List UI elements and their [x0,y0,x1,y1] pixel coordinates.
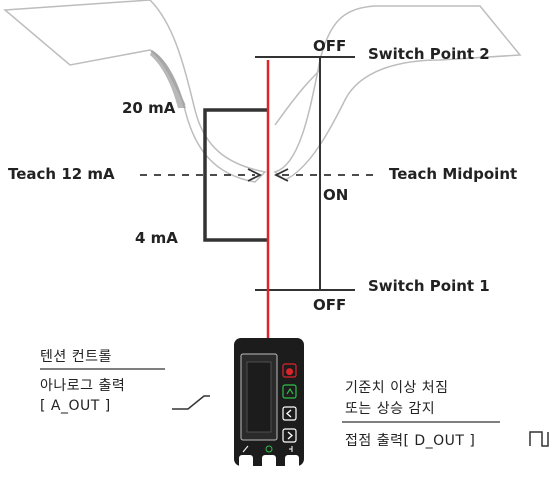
teach-mid-label: Teach Midpoint [389,165,518,183]
off-top-label: OFF [313,37,347,55]
switch-point-2-label: Switch Point 2 [368,45,490,63]
sheet-fold-shading [150,50,186,108]
teach-12-label: Teach 12 mA [8,165,115,183]
detect-label-line1: 기준치 이상 처짐 [345,380,449,396]
off-bottom-label: OFF [313,296,347,314]
tension-control-label: 텐션 컨트롤 [40,349,112,365]
a-out-label: [ A_OUT ] [40,398,111,414]
on-label: ON [323,186,349,204]
device-left-key-icon [242,445,249,453]
analog-output-label: 아나로그 출력 [40,378,126,394]
ma-4-label: 4 mA [135,229,178,247]
teach-right-arrow-icon [273,168,289,182]
device-button-left[interactable] [282,406,297,421]
sheet-shape-left [3,0,267,183]
sensor-device [234,338,304,466]
sheet-shape-right [273,5,522,181]
device-power-led-icon [265,445,273,453]
analog-range-bracket [203,108,268,242]
device-button-right[interactable] [282,428,297,443]
device-bottom-keys[interactable] [239,455,299,471]
contact-output-label: 접점 출력[ D_OUT ] [345,433,476,449]
device-button-green[interactable] [282,384,297,399]
switch-point-1-label: Switch Point 1 [368,277,490,295]
device-right-key-icon [289,446,293,452]
device-button-red[interactable]: ● [282,363,297,378]
ma-20-label: 20 mA [122,99,176,117]
digital-pulse-icon [529,431,549,447]
svg-text:●: ● [286,367,294,377]
detect-label-line2: 또는 상승 감지 [345,401,436,417]
teach-left-arrow-icon [247,168,263,182]
analog-ramp-icon [172,395,210,410]
